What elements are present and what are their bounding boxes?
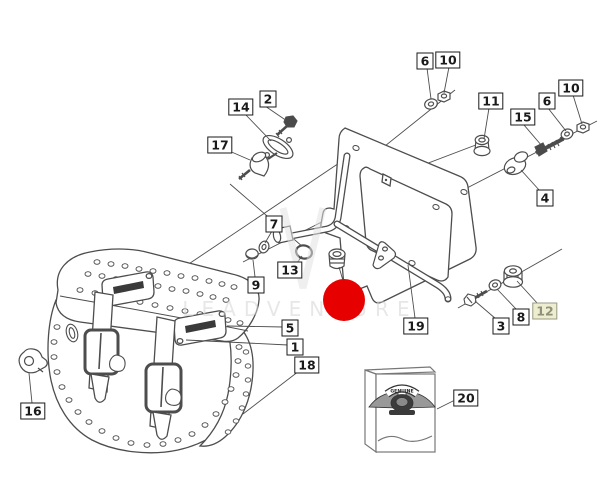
part-label-3[interactable]: 3	[492, 317, 510, 335]
part-6-washer-top	[424, 98, 438, 110]
plate-screw	[145, 272, 153, 280]
part-label-18[interactable]: 18	[294, 356, 320, 374]
part-11-bushing	[473, 134, 491, 157]
part-label-12[interactable]: 12	[532, 302, 558, 320]
part-2-screw	[275, 115, 298, 138]
support-rail	[272, 152, 452, 303]
stud-row-gusset	[224, 349, 252, 435]
highlight-marker	[323, 279, 365, 321]
part-10-nut-right	[576, 121, 590, 134]
part-label-7[interactable]: 7	[265, 215, 283, 233]
strap-keepers	[65, 323, 182, 406]
flap-seam	[59, 295, 249, 332]
part-label-19[interactable]: 19	[403, 317, 429, 335]
part-label-8[interactable]: 8	[512, 308, 530, 326]
part-label-17[interactable]: 17	[207, 136, 233, 154]
rail-bracket-tab	[372, 241, 397, 270]
strap-left	[83, 291, 120, 403]
watermark-logo	[279, 207, 327, 289]
part-14-link	[262, 134, 294, 160]
genuine-emblem-text: GENUINE	[390, 389, 413, 395]
part-label-6[interactable]: 6	[538, 92, 556, 110]
genuine-parts-box: GENUINE	[364, 366, 437, 454]
part-4-bushing	[503, 151, 529, 176]
part-label-14[interactable]: 14	[228, 98, 254, 116]
part-label-6[interactable]: 6	[416, 52, 434, 70]
watermark-text: LEADVENTURE	[182, 297, 417, 321]
part-7-washer	[258, 240, 270, 254]
part-label-16[interactable]: 16	[20, 402, 46, 420]
part-8-washer	[488, 279, 502, 291]
part-9-cap	[245, 248, 259, 260]
part-label-15[interactable]: 15	[510, 108, 536, 126]
genuine-emblem: GENUINE	[368, 384, 436, 415]
part-label-13[interactable]: 13	[277, 261, 303, 279]
part-grommet	[328, 248, 346, 270]
part-17-spacer-stud	[238, 151, 278, 181]
part-label-9[interactable]: 9	[247, 276, 265, 294]
part-16-clip	[18, 348, 48, 374]
saddlebag-side-panel	[198, 316, 254, 447]
part-label-20[interactable]: 20	[453, 389, 479, 407]
part-label-11[interactable]: 11	[478, 92, 504, 110]
part-label-4[interactable]: 4	[536, 189, 554, 207]
part-label-1[interactable]: 1	[286, 338, 304, 356]
plate-screw	[218, 310, 226, 318]
watermark: LEADVENTURE	[182, 207, 417, 321]
part-label-10[interactable]: 10	[558, 79, 584, 97]
part-label-5[interactable]: 5	[281, 319, 299, 337]
rail-end-cap	[444, 296, 452, 302]
saddlebag	[47, 248, 260, 454]
part-6-washer-right	[560, 128, 574, 140]
part-label-2[interactable]: 2	[259, 90, 277, 108]
part-10-nut-top	[437, 90, 451, 103]
part-label-10[interactable]: 10	[435, 51, 461, 69]
leader-lines	[28, 66, 583, 415]
mounting-plate-tab	[381, 173, 392, 187]
plate-screw	[176, 337, 184, 345]
